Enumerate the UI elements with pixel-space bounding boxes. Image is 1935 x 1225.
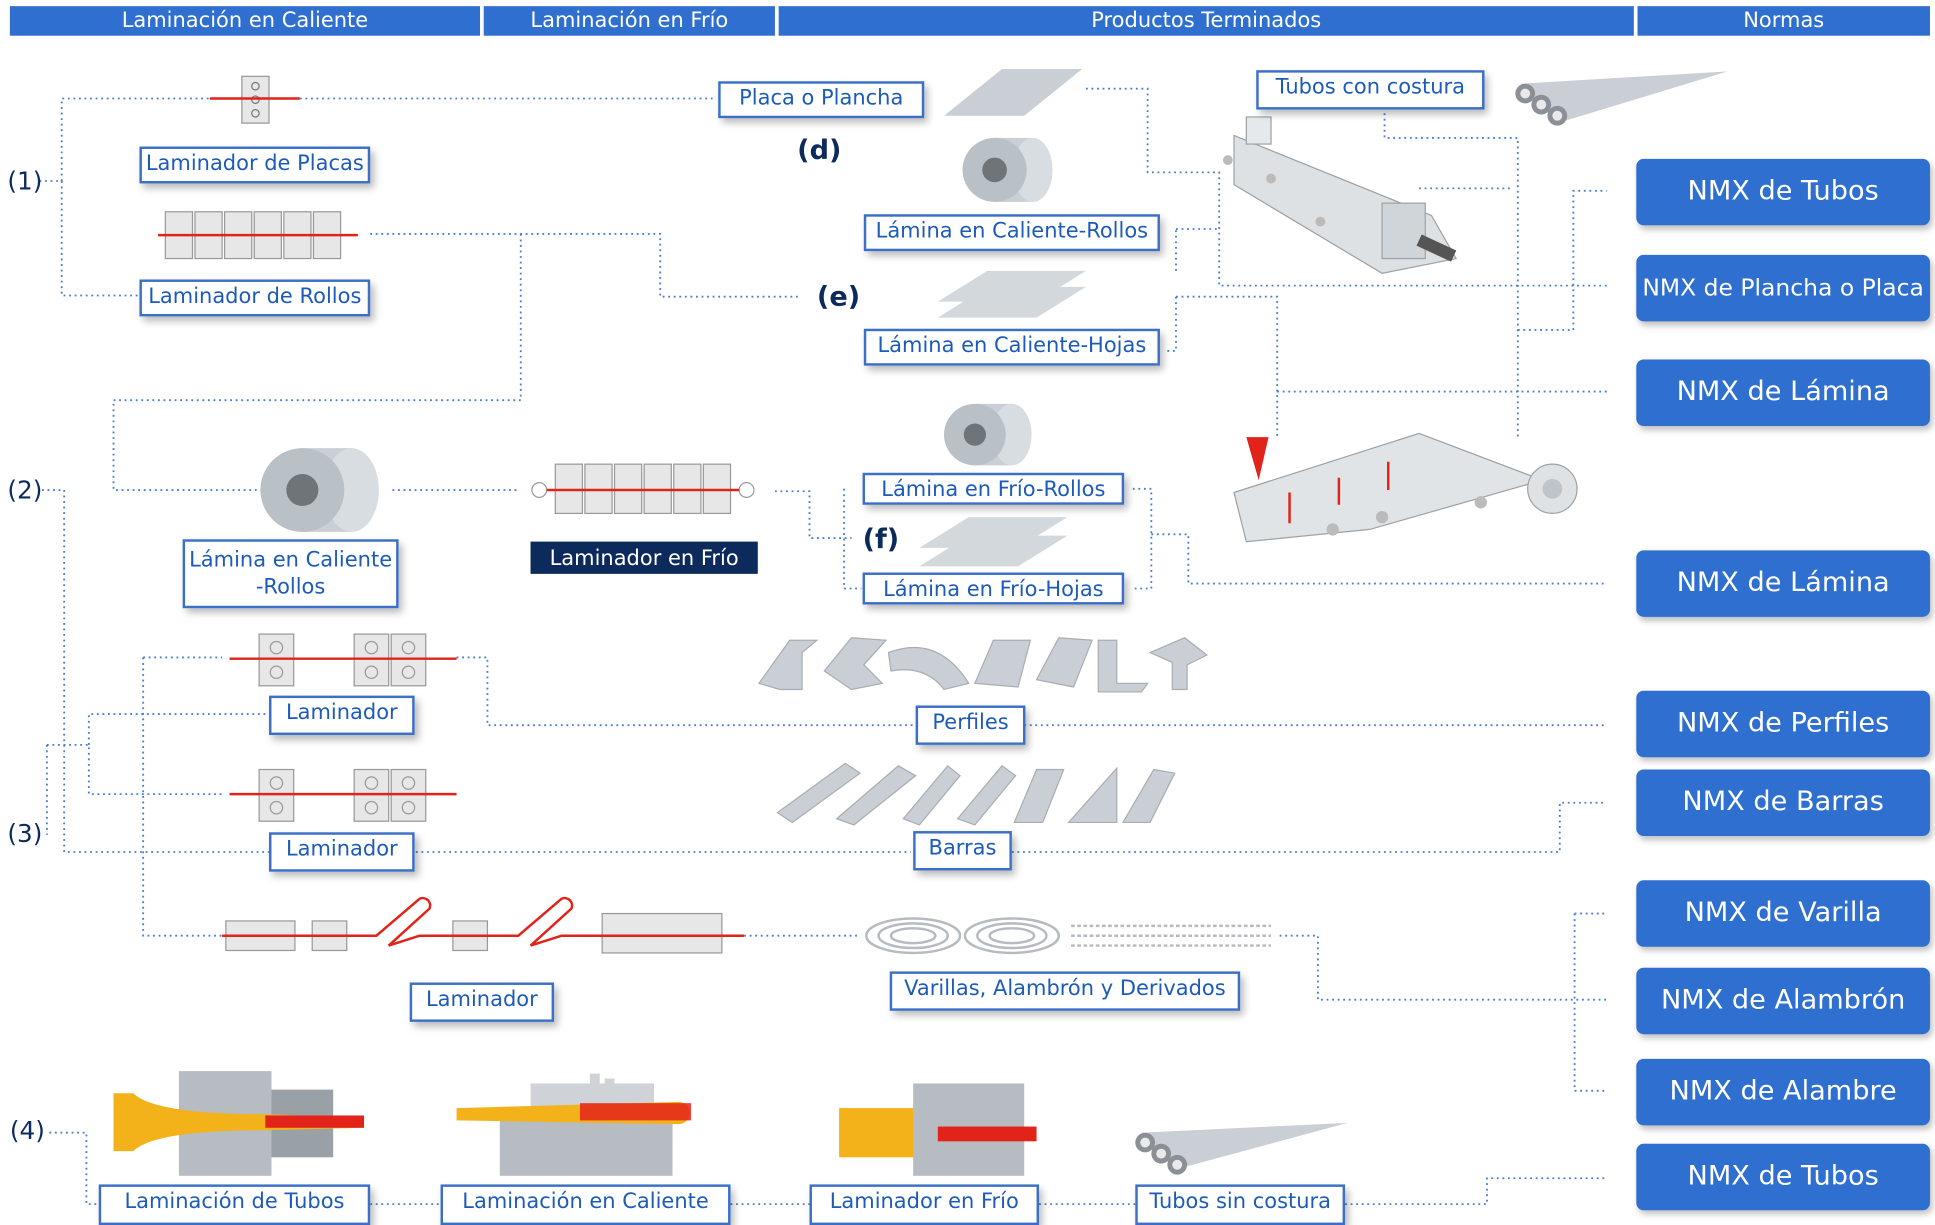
lamina-frio-hojas-box[interactable]: Lámina en Frío-Hojas [862,572,1125,605]
profiles-icon [757,637,1209,693]
norma-alambre[interactable]: NMX de Alambre [1636,1058,1930,1126]
laminador-rollos-box[interactable]: Laminador de Rollos [139,279,371,317]
norma-plancha-placa[interactable]: NMX de Plancha o Placa [1636,254,1930,322]
plate-mill-icon [209,75,300,124]
laminador-box-3[interactable]: Laminador [409,982,555,1022]
strip-mill-icon [157,211,358,260]
header-laminacion-frio: Laminación en Frío [483,6,775,36]
cold-sheets-icon [919,517,1068,567]
rod-mill-icon [222,896,745,954]
norma-tubos-2[interactable]: NMX de Tubos [1636,1143,1930,1211]
norma-tubos-1[interactable]: NMX de Tubos [1636,158,1930,226]
header-laminacion-caliente: Laminación en Caliente [9,6,481,36]
perfiles-box[interactable]: Perfiles [915,705,1026,745]
step-number-2: (2) [7,475,43,505]
laminacion-caliente-box[interactable]: Laminación en Caliente [440,1184,731,1225]
varillas-alambron-box[interactable]: Varillas, Alambrón y Derivados [889,971,1241,1011]
plate-icon [944,68,1083,116]
norma-perfiles[interactable]: NMX de Perfiles [1636,690,1930,758]
placa-plancha-box[interactable]: Placa o Plancha [718,81,925,119]
dotted-connectors [39,87,1607,1206]
coil-icon-caliente [962,137,1053,202]
norma-lamina-2[interactable]: NMX de Lámina [1636,550,1930,617]
coil-icon-frio [944,403,1032,466]
laminador-placas-box[interactable]: Laminador de Placas [139,146,371,184]
step-number-1: (1) [7,166,43,196]
header-productos-terminados: Productos Terminados [778,6,1634,36]
cold-mill-icon [531,463,755,515]
tubos-sin-costura-box[interactable]: Tubos sin costura [1135,1184,1346,1225]
barras-box[interactable]: Barras [913,831,1012,871]
cold-line-machine-icon [1233,432,1578,543]
cold-rolling-icon [839,1083,1037,1176]
tube-mill-machine-icon [1222,116,1458,274]
welded-tubes-icon [1515,71,1728,126]
laminacion-tubos-box[interactable]: Laminación de Tubos [98,1184,371,1225]
bars-icon [776,762,1176,826]
lamina-frio-rollos-box[interactable]: Lámina en Frío-Rollos [862,472,1125,505]
coil-icon-hot [260,448,379,532]
tubos-costura-box[interactable]: Tubos con costura [1256,70,1485,110]
lamina-caliente-rollos-source-box[interactable]: Lámina en Caliente -Rollos [182,539,399,609]
wire-coils-icon [865,917,1272,955]
laminador-box-2[interactable]: Laminador [269,832,415,872]
header-normas: Normas [1637,6,1930,36]
section-mill-icon-1 [229,633,457,687]
lamina-caliente-hojas-box[interactable]: Lámina en Caliente-Hojas [863,328,1160,366]
step-number-3: (3) [7,818,43,849]
laminador-frio-box[interactable]: Laminador en Frío [530,541,758,574]
hot-sheets-icon [937,270,1086,318]
step-number-4: (4) [9,1115,45,1146]
hot-rolling-icon [456,1073,692,1176]
laminador-frio-box-2[interactable]: Laminador en Frío [809,1184,1040,1225]
lamina-caliente-rollos-source-line-2: -Rollos [255,574,326,600]
tube-rolling-icon [113,1071,365,1176]
letter-f: (f) [862,524,900,556]
norma-barras[interactable]: NMX de Barras [1636,769,1930,836]
section-mill-icon-2 [229,768,457,822]
lamina-caliente-rollos-box[interactable]: Lámina en Caliente-Rollos [863,214,1160,252]
norma-alambron[interactable]: NMX de Alambrón [1636,967,1930,1035]
letter-d: (d) [797,135,842,167]
letter-e: (e) [816,281,861,313]
norma-lamina-1[interactable]: NMX de Lámina [1636,359,1930,426]
seamless-tubes-icon [1135,1122,1348,1175]
laminador-box-1[interactable]: Laminador [269,695,415,736]
norma-varilla[interactable]: NMX de Varilla [1636,880,1930,947]
lamina-caliente-rollos-source-line-1: Lámina en Caliente [189,547,393,573]
